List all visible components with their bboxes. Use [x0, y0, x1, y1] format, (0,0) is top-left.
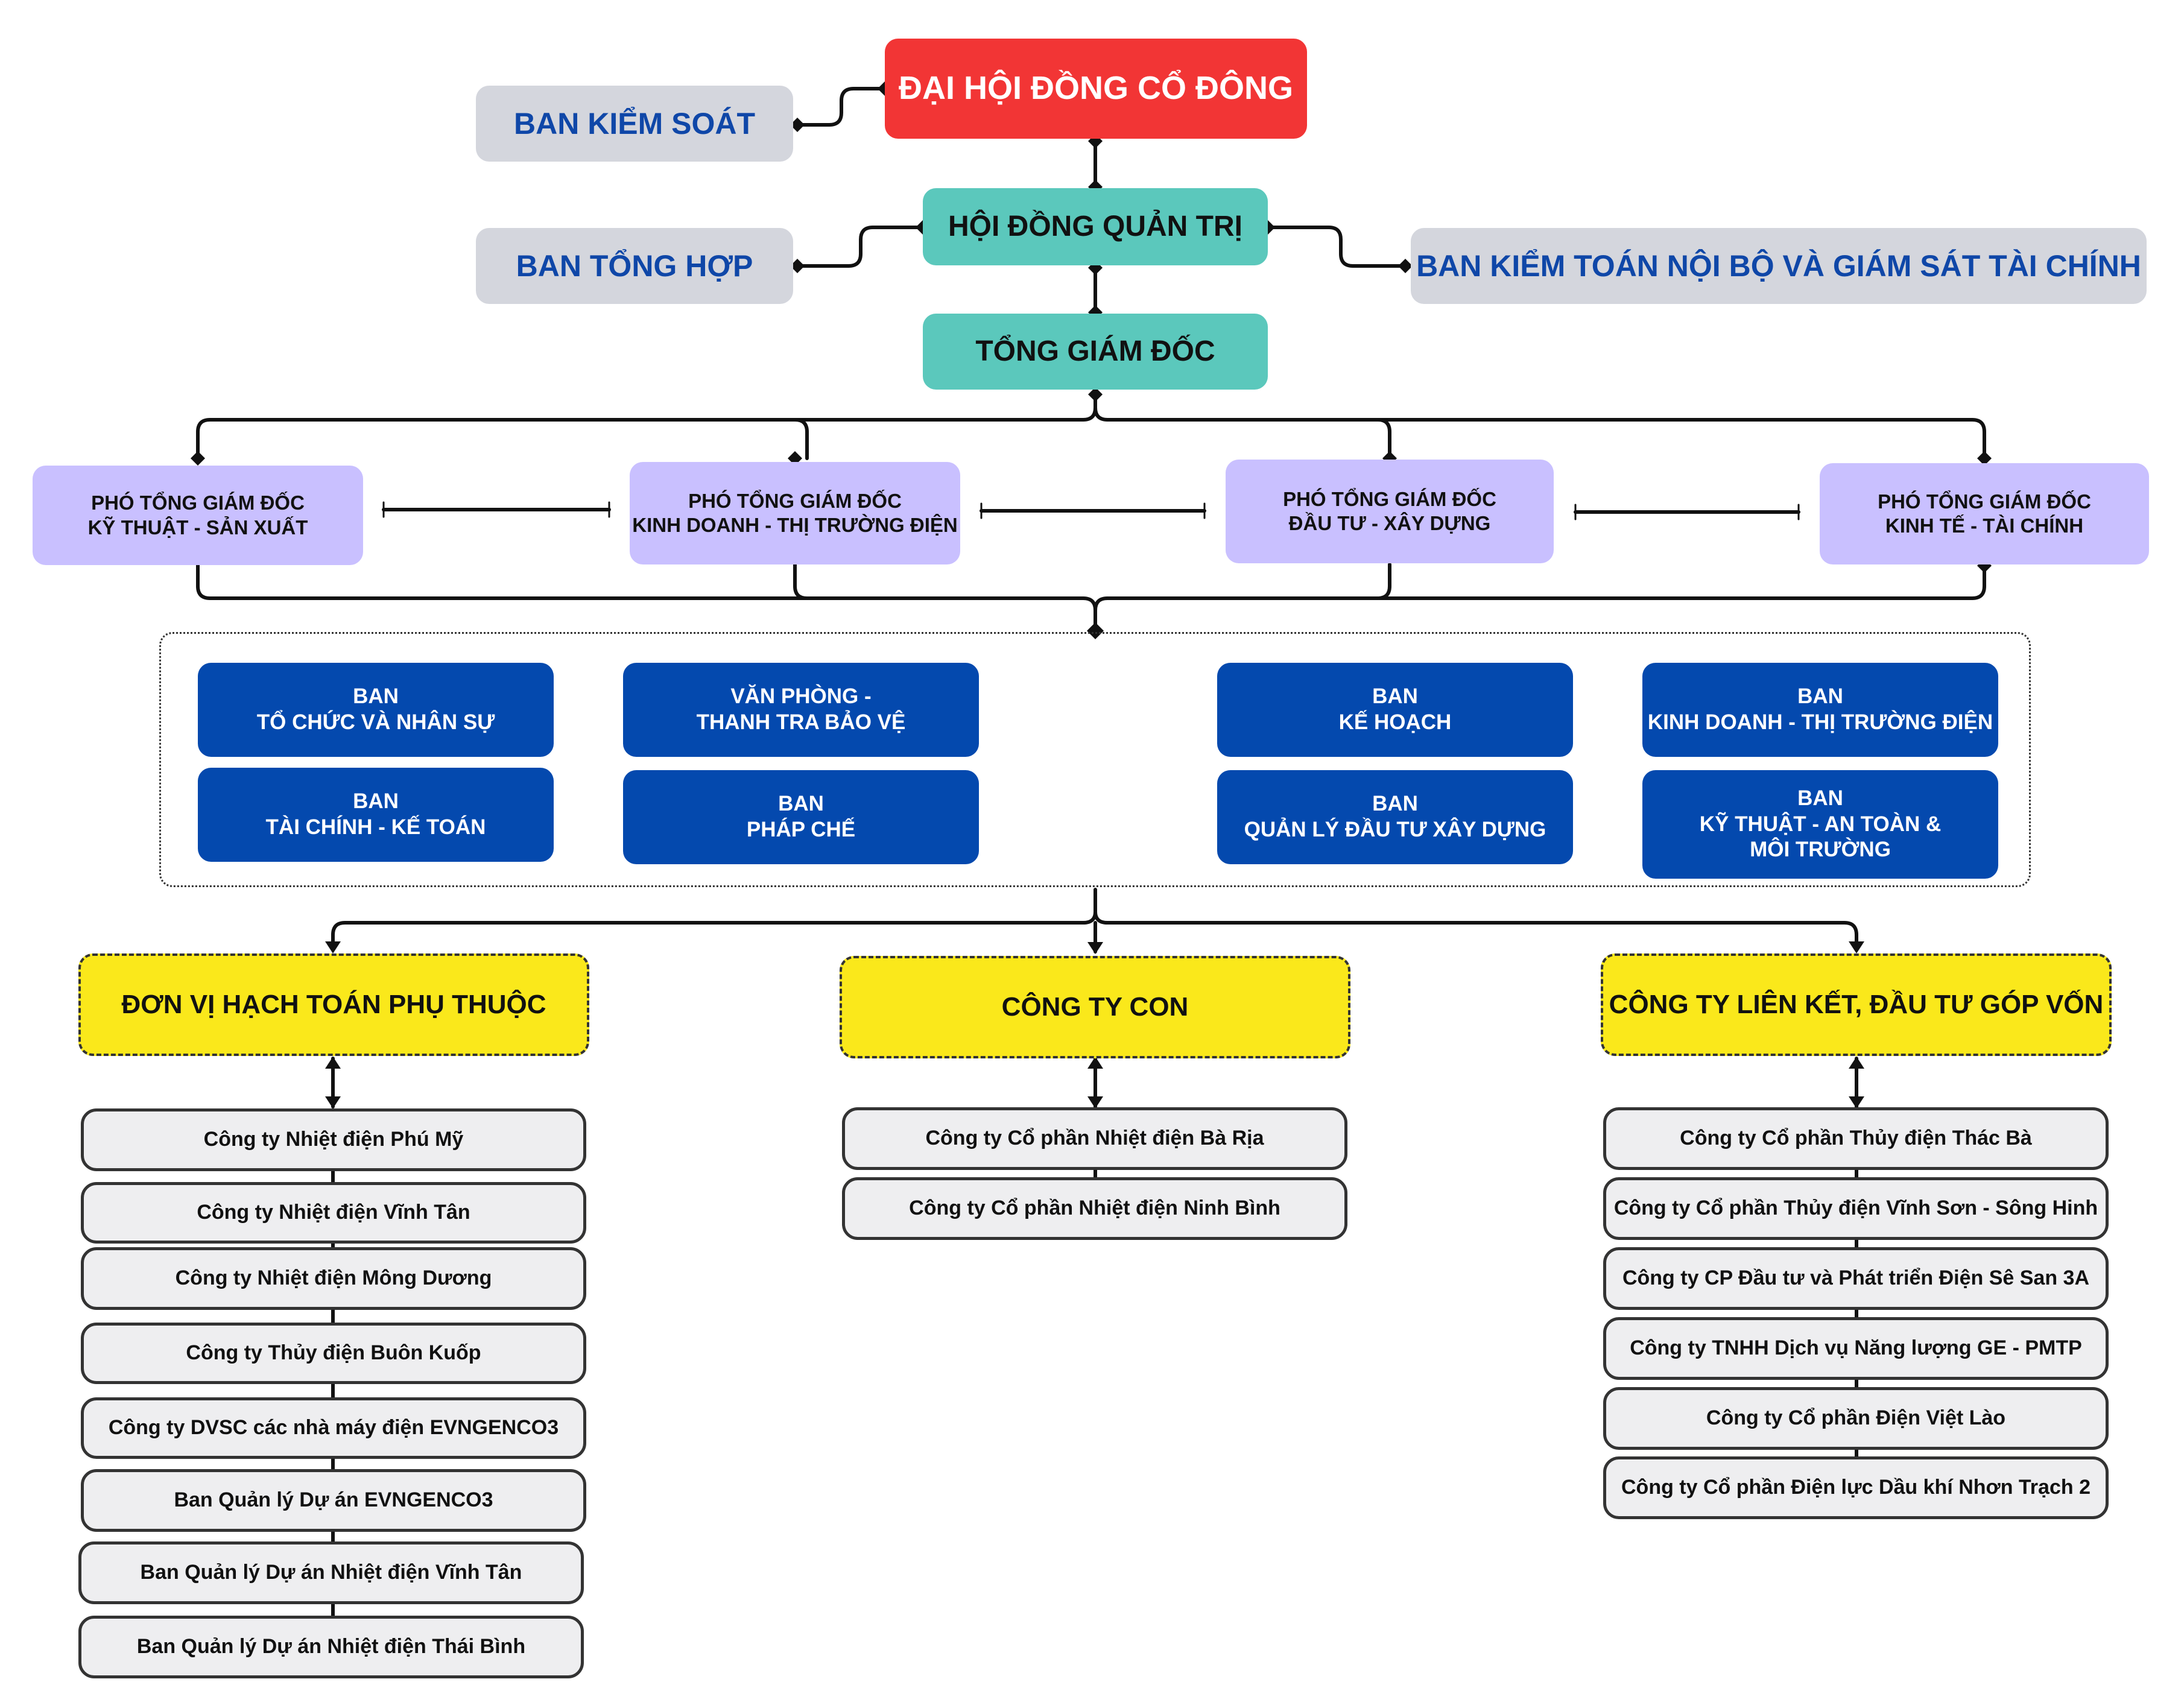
dependent-units-header: ĐƠN VỊ HẠCH TOÁN PHỤ THUỘC: [78, 953, 589, 1056]
subsidiary-label: Công ty Cổ phần Nhiệt điện Bà Rịa: [925, 1127, 1264, 1150]
general-affairs-board-box: BAN TỔNG HỢP: [476, 228, 793, 304]
dept-organization-hr: BAN TỔ CHỨC VÀ NHÂN SỰ: [198, 663, 554, 757]
dependent-unit-item: Ban Quản lý Dự án Nhiệt điện Thái Bình: [78, 1616, 584, 1678]
board-of-directors-box: HỘI ĐỒNG QUẢN TRỊ: [923, 188, 1268, 265]
dependent-unit-label: Công ty Nhiệt điện Vĩnh Tân: [197, 1201, 470, 1224]
dept-finance-accounting: BAN TÀI CHÍNH - KẾ TOÁN: [198, 768, 554, 862]
dept-business-power-market: BAN KINH DOANH - THỊ TRƯỜNG ĐIỆN: [1642, 663, 1998, 757]
dept-line: BAN: [353, 684, 399, 709]
deputy-investment-construction: PHÓ TỔNG GIÁM ĐỐC ĐẦU TƯ - XÂY DỰNG: [1226, 460, 1554, 563]
dependent-unit-label: Ban Quản lý Dự án Nhiệt điện Thái Bình: [136, 1635, 526, 1658]
dept-line: KỸ THUẬT - AN TOÀN &: [1699, 812, 1942, 836]
internal-audit-board-box: BAN KIỂM TOÁN NỘI BỘ VÀ GIÁM SÁT TÀI CHÍ…: [1411, 228, 2147, 304]
dept-line: QUẢN LÝ ĐẦU TƯ XÂY DỰNG: [1244, 818, 1546, 841]
deputy-economics-finance: PHÓ TỔNG GIÁM ĐỐC KINH TẾ - TÀI CHÍNH: [1820, 463, 2149, 564]
affiliate-item: Công ty Cổ phần Thủy điện Vĩnh Sơn - Sôn…: [1603, 1177, 2109, 1240]
general-affairs-board-label: BAN TỔNG HỢP: [516, 248, 753, 283]
affiliate-label: Công ty Cổ phần Điện Việt Lào: [1706, 1406, 2006, 1430]
affiliate-label: Công ty Cổ phần Điện lực Dầu khí Nhơn Tr…: [1621, 1476, 2091, 1499]
dependent-unit-item: Công ty DVSC các nhà máy điện EVNGENCO3: [81, 1397, 586, 1459]
affiliate-item: Công ty Cổ phần Điện Việt Lào: [1603, 1387, 2109, 1450]
dept-line: BAN: [1372, 792, 1418, 816]
dependent-unit-label: Công ty Thủy điện Buôn Kuốp: [186, 1341, 481, 1365]
dependent-unit-item: Công ty Thủy điện Buôn Kuốp: [81, 1323, 586, 1384]
ceo-box: TỔNG GIÁM ĐỐC: [923, 314, 1268, 390]
supervisory-board-box: BAN KIỂM SOÁT: [476, 86, 793, 162]
dependent-unit-label: Công ty Nhiệt điện Mông Dương: [175, 1266, 492, 1290]
subsidiary-label: Công ty Cổ phần Nhiệt điện Ninh Bình: [909, 1197, 1280, 1220]
departments-container: [159, 632, 2031, 887]
deputy-area: KINH TẾ - TÀI CHÍNH: [1885, 514, 2084, 537]
shareholders-meeting-box: ĐẠI HỘI ĐỒNG CỔ ĐÔNG: [885, 39, 1307, 139]
dependent-unit-item: Công ty Nhiệt điện Phú Mỹ: [81, 1108, 586, 1171]
dependent-unit-item: Công ty Nhiệt điện Vĩnh Tân: [81, 1182, 586, 1244]
board-of-directors-label: HỘI ĐỒNG QUẢN TRỊ: [948, 210, 1242, 242]
dependent-unit-label: Ban Quản lý Dự án Nhiệt điện Vĩnh Tân: [140, 1561, 522, 1584]
dept-line: THANH TRA BẢO VỆ: [696, 710, 906, 734]
dependent-units-title: ĐƠN VỊ HẠCH TOÁN PHỤ THUỘC: [121, 990, 546, 1020]
dept-line: BAN: [353, 789, 399, 814]
internal-audit-board-label: BAN KIỂM TOÁN NỘI BỘ VÀ GIÁM SÁT TÀI CHÍ…: [1416, 248, 2141, 283]
dept-line: BAN: [1797, 684, 1843, 709]
subsidiary-item: Công ty Cổ phần Nhiệt điện Ninh Bình: [842, 1177, 1347, 1240]
supervisory-board-label: BAN KIỂM SOÁT: [514, 106, 755, 141]
deputy-area: ĐẦU TƯ - XÂY DỰNG: [1288, 512, 1491, 534]
dept-line: TỔ CHỨC VÀ NHÂN SỰ: [256, 710, 495, 734]
affiliate-item: Công ty CP Đầu tư và Phát triển Điện Sê …: [1603, 1247, 2109, 1310]
affiliate-item: Công ty TNHH Dịch vụ Năng lượng GE - PMT…: [1603, 1317, 2109, 1380]
affiliate-item: Công ty Cổ phần Điện lực Dầu khí Nhơn Tr…: [1603, 1456, 2109, 1519]
affiliate-item: Công ty Cổ phần Thủy điện Thác Bà: [1603, 1107, 2109, 1170]
affiliates-header: CÔNG TY LIÊN KẾT, ĐẦU TƯ GÓP VỐN: [1601, 953, 2112, 1056]
affiliate-label: Công ty Cổ phần Thủy điện Thác Bà: [1680, 1127, 2032, 1150]
affiliate-label: Công ty CP Đầu tư và Phát triển Điện Sê …: [1622, 1266, 2090, 1290]
dept-line: TÀI CHÍNH - KẾ TOÁN: [265, 815, 486, 839]
dept-line: BAN: [1797, 786, 1843, 810]
deputy-technical-production: PHÓ TỔNG GIÁM ĐỐC KỸ THUẬT - SẢN XUẤT: [33, 466, 363, 565]
dept-office-inspection-security: VĂN PHÒNG - THANH TRA BẢO VỆ: [623, 663, 979, 757]
dept-investment-construction-mgmt: BAN QUẢN LÝ ĐẦU TƯ XÂY DỰNG: [1217, 770, 1573, 864]
dept-line: MÔI TRƯỜNG: [1750, 838, 1891, 862]
deputy-title: PHÓ TỔNG GIÁM ĐỐC: [1283, 487, 1496, 510]
dept-legal: BAN PHÁP CHẾ: [623, 770, 979, 864]
ceo-label: TỔNG GIÁM ĐỐC: [975, 335, 1215, 367]
dependent-unit-label: Công ty DVSC các nhà máy điện EVNGENCO3: [108, 1416, 559, 1440]
deputy-title: PHÓ TỔNG GIÁM ĐỐC: [1878, 490, 2091, 513]
subsidiaries-title: CÔNG TY CON: [1001, 992, 1189, 1022]
dependent-unit-label: Ban Quản lý Dự án EVNGENCO3: [174, 1488, 493, 1512]
shareholders-meeting-label: ĐẠI HỘI ĐỒNG CỔ ĐÔNG: [898, 70, 1293, 107]
deputy-area: KINH DOANH - THỊ TRƯỜNG ĐIỆN: [632, 514, 958, 536]
dept-line: KINH DOANH - THỊ TRƯỜNG ĐIỆN: [1647, 710, 1993, 734]
dependent-unit-item: Công ty Nhiệt điện Mông Dương: [81, 1247, 586, 1310]
affiliates-title: CÔNG TY LIÊN KẾT, ĐẦU TƯ GÓP VỐN: [1609, 990, 2104, 1020]
dependent-unit-label: Công ty Nhiệt điện Phú Mỹ: [203, 1128, 464, 1151]
deputy-area: KỸ THUẬT - SẢN XUẤT: [87, 516, 308, 539]
subsidiaries-header: CÔNG TY CON: [840, 956, 1350, 1058]
dependent-unit-item: Ban Quản lý Dự án Nhiệt điện Vĩnh Tân: [78, 1541, 584, 1604]
dept-planning: BAN KẾ HOẠCH: [1217, 663, 1573, 757]
dept-line: VĂN PHÒNG -: [730, 684, 872, 709]
deputy-title: PHÓ TỔNG GIÁM ĐỐC: [688, 489, 902, 512]
dept-line: BAN: [778, 792, 824, 816]
subsidiary-item: Công ty Cổ phần Nhiệt điện Bà Rịa: [842, 1107, 1347, 1170]
dept-technical-safety-environment: BAN KỸ THUẬT - AN TOÀN & MÔI TRƯỜNG: [1642, 770, 1998, 879]
deputy-business-power-market: PHÓ TỔNG GIÁM ĐỐC KINH DOANH - THỊ TRƯỜN…: [630, 462, 960, 564]
dependent-unit-item: Ban Quản lý Dự án EVNGENCO3: [81, 1469, 586, 1532]
dept-line: KẾ HOẠCH: [1338, 710, 1452, 734]
dept-line: PHÁP CHẾ: [746, 818, 856, 841]
deputy-title: PHÓ TỔNG GIÁM ĐỐC: [91, 492, 305, 514]
affiliate-label: Công ty TNHH Dịch vụ Năng lượng GE - PMT…: [1630, 1336, 2082, 1360]
affiliate-label: Công ty Cổ phần Thủy điện Vĩnh Sơn - Sôn…: [1613, 1197, 2098, 1220]
dept-line: BAN: [1372, 684, 1418, 709]
